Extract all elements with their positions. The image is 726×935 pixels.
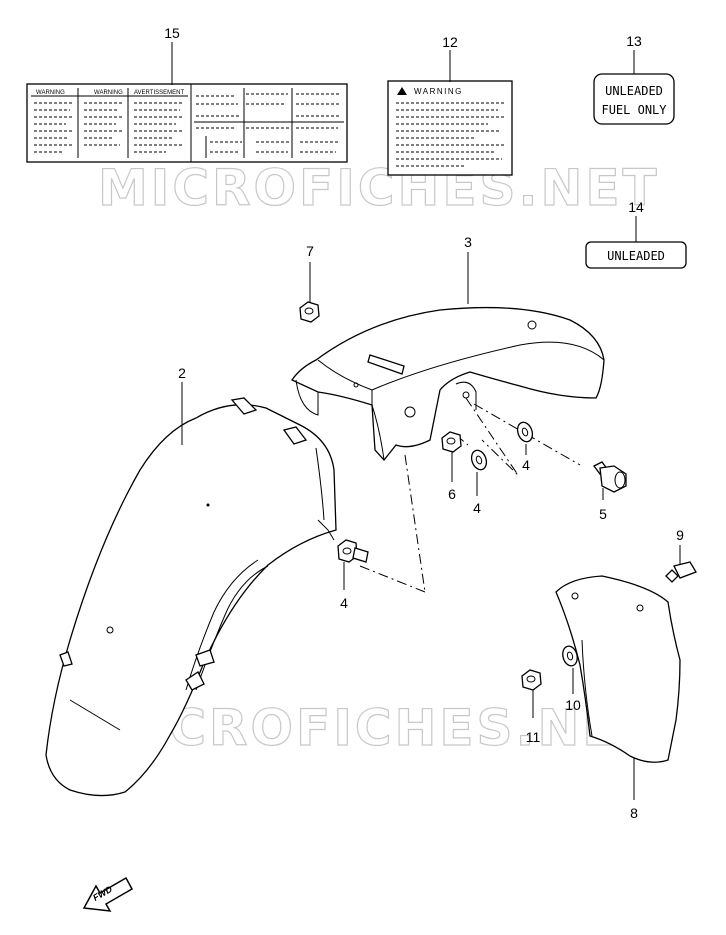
part-10-washer: [562, 645, 578, 667]
label-14-text: UNLEADED: [607, 249, 665, 263]
part-5-bolt: [593, 461, 627, 493]
part-number-8: 8: [630, 805, 638, 821]
part-9-bolt: [665, 561, 697, 583]
label-12-warning-sticker: WARNING: [387, 80, 513, 176]
part-3-bolt: [337, 539, 369, 563]
part-number-7: 7: [306, 243, 314, 259]
label-15-header-3: AVERTISSEMENT: [134, 90, 184, 96]
part-number-4b: 4: [473, 500, 481, 516]
part-11-nut: [521, 669, 542, 691]
part-number-1: 2: [178, 365, 186, 381]
part-number-12: 12: [442, 34, 458, 50]
watermark-top: MICROFICHES.NET: [98, 159, 660, 217]
label-15-warning-sticker: WARNING WARNING AVERTISSEMENT: [26, 83, 348, 163]
part-number-9: 9: [676, 527, 684, 543]
part-4-washer-b: [470, 449, 488, 471]
part-number-5: 5: [599, 506, 607, 522]
part-8-mud-flap: [555, 575, 681, 763]
part-number-13: 13: [626, 33, 642, 49]
part-number-10: 10: [565, 697, 581, 713]
part-number-14: 14: [628, 199, 644, 215]
label-15-header-2: WARNING: [94, 90, 123, 96]
label-13-unleaded-fuel-only: UNLEADED FUEL ONLY: [593, 73, 675, 125]
part-number-3: 4: [340, 595, 348, 611]
part-number-4a: 4: [522, 457, 530, 473]
label-14-unleaded: UNLEADED: [585, 241, 687, 269]
part-2-fender-upper: [291, 306, 605, 462]
label-13-line-1: UNLEADED: [605, 84, 663, 98]
part-1-rear-fender: [45, 397, 337, 797]
watermark-bottom: MICROFICHES.NET: [95, 699, 657, 757]
part-7-nut: [299, 301, 320, 323]
fwd-arrow-icon: FWD: [82, 876, 134, 912]
label-15-header-1: WARNING: [36, 90, 65, 96]
part-number-15: 15: [164, 25, 180, 41]
part-number-2: 3: [464, 234, 472, 250]
label-13-line-2: FUEL ONLY: [601, 103, 667, 117]
part-4-washer-a: [516, 421, 534, 443]
part-6-nut: [441, 431, 462, 453]
part-number-6: 6: [448, 486, 456, 502]
label-12-title: WARNING: [414, 87, 463, 96]
part-number-11: 11: [526, 729, 541, 745]
